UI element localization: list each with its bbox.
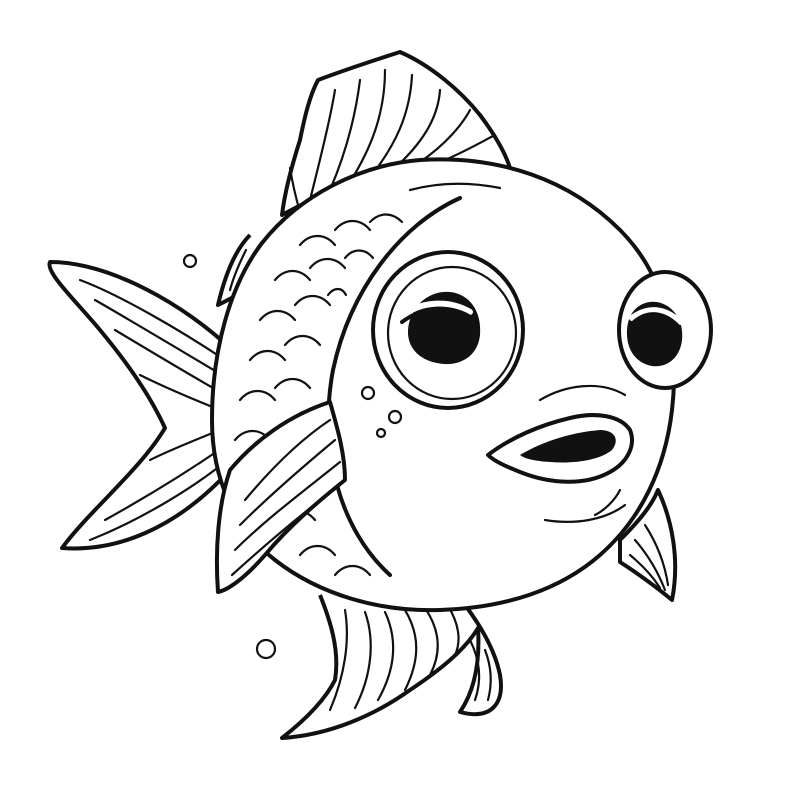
left-eye [371,250,525,410]
cheek-dots [360,385,403,439]
bottom-fin [280,594,503,740]
side-fin [214,400,347,594]
right-eye [617,270,713,390]
right-fin [618,488,678,602]
mouth [486,384,634,523]
bubbles [182,253,277,660]
tail-fin [47,260,234,551]
